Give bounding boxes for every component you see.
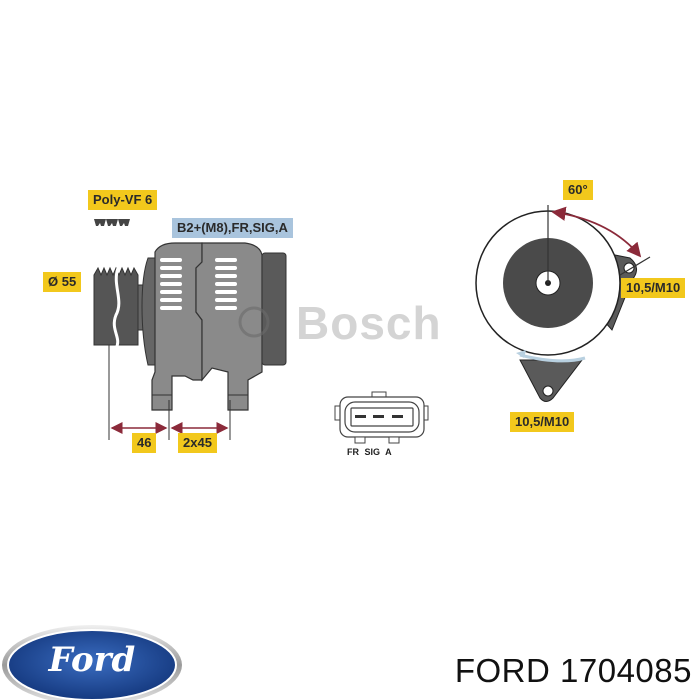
belt-profile-icon xyxy=(94,219,130,226)
ford-logo xyxy=(2,625,182,700)
alternator-front-view xyxy=(475,205,651,402)
mount-top-label: 10,5/M10 xyxy=(621,278,686,298)
ford-logo-text: Ford xyxy=(48,640,136,680)
connector-pin-labels: FR SIG A xyxy=(347,447,392,457)
mount-bottom-label: 10,5/M10 xyxy=(510,412,575,432)
dimension-46-label: 46 xyxy=(132,433,157,453)
terminals-label: B2+(M8),FR,SIG,A xyxy=(172,218,293,238)
dimension-lines xyxy=(108,345,231,440)
dimension-2x45-label: 2x45 xyxy=(178,433,217,453)
bosch-watermark: Bosch xyxy=(296,297,442,349)
connector-plug-icon xyxy=(334,391,429,444)
alternator-side-view xyxy=(93,242,287,411)
belt-type-label: Poly-VF 6 xyxy=(88,190,158,210)
angle-label: 60° xyxy=(563,180,593,200)
part-title: FORD 1704085 xyxy=(454,652,692,689)
pulley-diameter-label: Ø 55 xyxy=(43,272,82,292)
